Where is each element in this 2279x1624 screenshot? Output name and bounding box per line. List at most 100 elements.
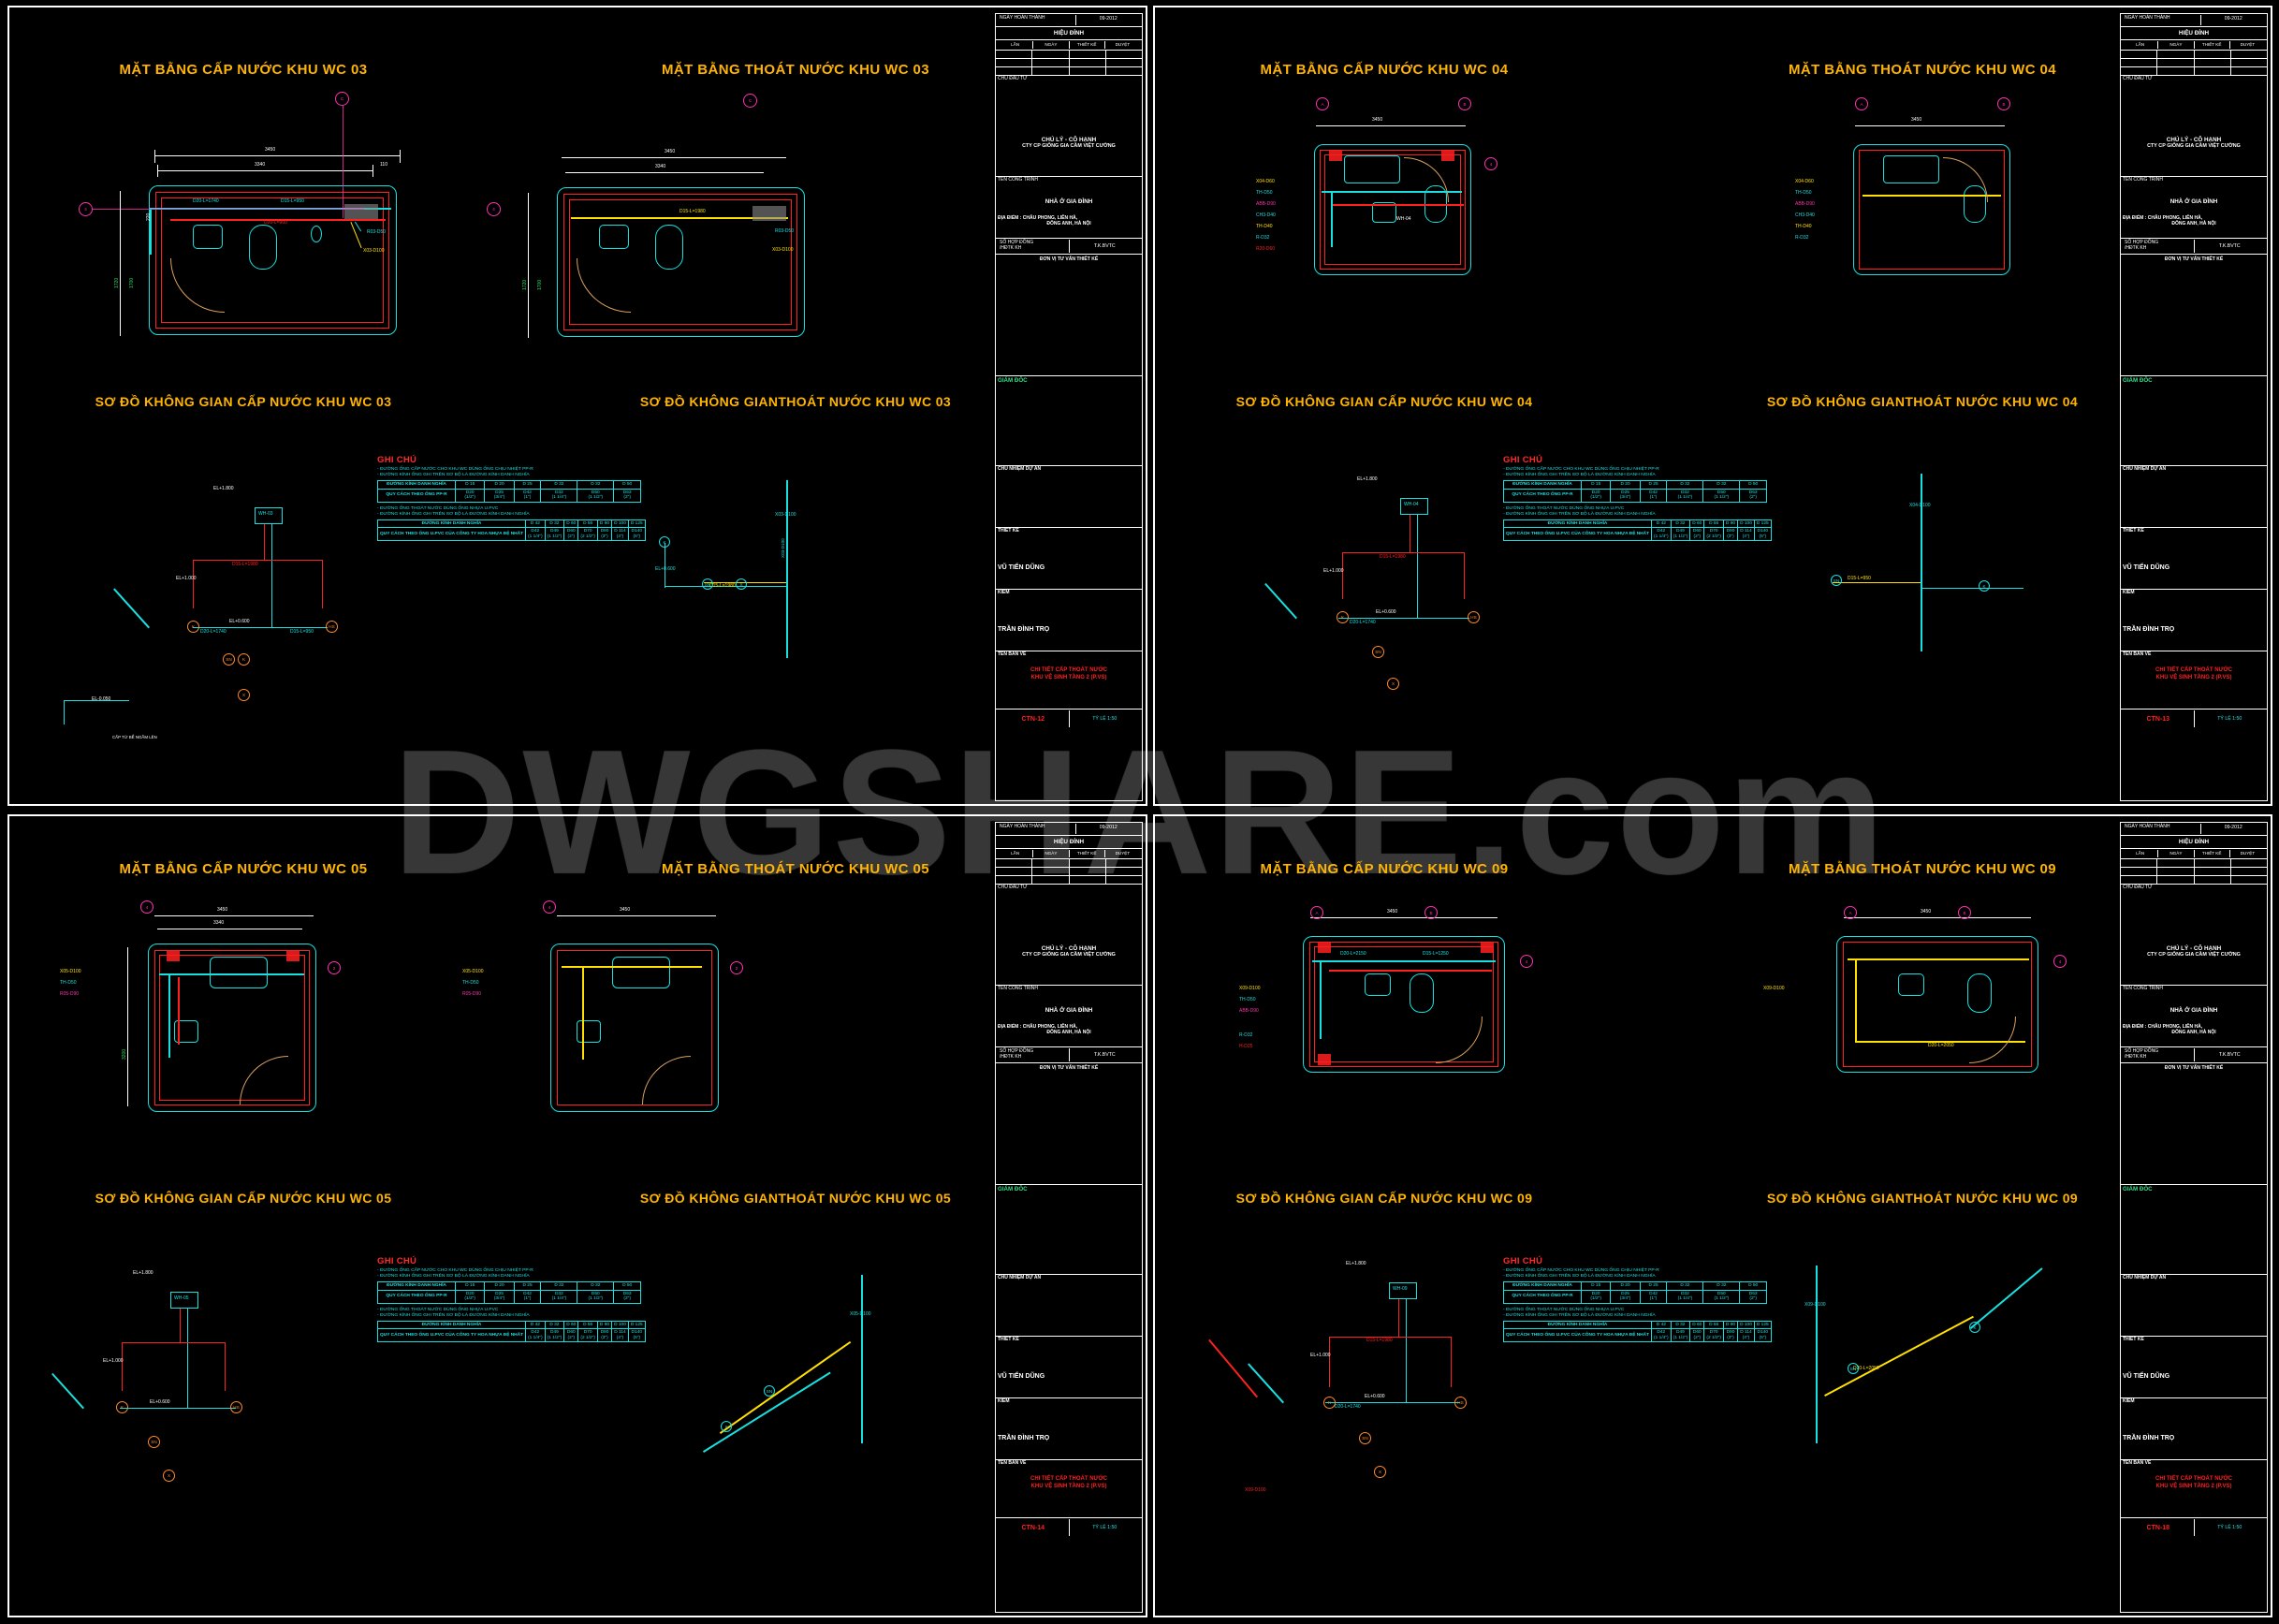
- callout-x04: X04-D60: [1256, 179, 1275, 184]
- cell: D 56: [1703, 1320, 1724, 1330]
- callout-abb-04d: ABB-D90: [1795, 201, 1815, 207]
- tb-designer-04: THIẾT KẾ VŨ TIẾN DŨNG: [2121, 528, 2267, 590]
- tb-date-value-04: 09-2012: [2224, 16, 2242, 22]
- dim-h-overall-d: 1720: [522, 279, 528, 290]
- tb-location-1-09: ĐỊA ĐIỂM : CHÂU PHONG, LIÊN HÀ,: [2123, 1024, 2203, 1031]
- tb-col-tk-04: THIẾT KẾ: [2195, 41, 2230, 49]
- tb-project-04: TÊN CÔNG TRÌNH NHÀ Ở GIA ĐÌNH ĐỊA ĐIỂM :…: [2121, 177, 2267, 239]
- tb-rev-blank-09-1: [2121, 859, 2267, 868]
- tb-director-09: GIÁM ĐỐC: [2121, 1185, 2267, 1275]
- drain-tag-09-1: SN: [1848, 1363, 1859, 1374]
- note-supply-1: - ĐƯỜNG ỐNG CẤP NƯỚC CHO KHU WC DÙNG ỐNG…: [377, 467, 533, 472]
- callout-x05-d: X05-D100: [462, 969, 484, 974]
- cell: D 32: [1670, 1320, 1691, 1330]
- dim-line-overall-05d: [557, 915, 716, 916]
- grid-bubble-a-04d: A: [1855, 97, 1868, 110]
- tb-col-ngay: NGÀY: [1033, 41, 1070, 49]
- cell: D42(1 1/4"): [525, 1328, 546, 1343]
- note-supply-1-05: - ĐƯỜNG ỐNG CẤP NƯỚC CHO KHU WC DÙNG ỐNG…: [377, 1268, 533, 1273]
- tb-contract-label: SỐ HỢP ĐỒNG /HĐTK KH: [998, 240, 1070, 253]
- tb-date-value-05: 09-2012: [1099, 825, 1118, 830]
- table-row: QUY CÁCH THEO ỐNG PP-R D20(1/2") D25(3/4…: [1503, 488, 1767, 503]
- iso-drain-x09: X09-D100: [1804, 1302, 1826, 1308]
- note-supply-2-05: - ĐƯỜNG KÍNH ỐNG GHI TRÊN SƠ BỘ LÀ ĐƯỜNG…: [377, 1274, 530, 1280]
- iso-drain-slope2-09: [1969, 1267, 2043, 1329]
- grid-bubble-b-09: B: [1424, 906, 1438, 919]
- cell: D20(1/2"): [1580, 488, 1612, 503]
- tb-owner-line1: CHÚ LÝ - CÔ HẠNH: [1041, 136, 1097, 143]
- notes-heading-05: GHI CHÚ: [377, 1256, 417, 1266]
- tb-project-name-09: NHÀ Ở GIA ĐÌNH: [2169, 1006, 2218, 1014]
- room-outline-wc09-drain: [1836, 936, 2038, 1073]
- tb-project-label: TÊN CÔNG TRÌNH: [998, 177, 1038, 183]
- cell: D32(1 1/4"): [1666, 488, 1704, 503]
- cell: D 50: [613, 1281, 641, 1291]
- callout-x05: X05-D100: [60, 969, 81, 974]
- grid-bubble-4-09d: 4: [2053, 955, 2067, 968]
- room-outline-wc03-supply: [149, 185, 397, 335]
- drain-row2-header-05: QUY CÁCH THEO ỐNG U.PVC CỦA CÔNG TY HOA …: [376, 1328, 527, 1343]
- tb-contract-label-09: SỐ HỢP ĐỒNG /HĐTK KH: [2123, 1048, 2195, 1061]
- drain-spec-table-05: ĐƯỜNG KÍNH DANH NGHĨA D 42 D 32 D 60 D 5…: [376, 1320, 646, 1343]
- tb-revision-cols-04: LẦN NGÀY THIẾT KẾ DUYỆT: [2121, 40, 2267, 51]
- dim-overall-09d: 3450: [1921, 909, 1932, 914]
- dim-overall-w-d: 3450: [665, 149, 676, 154]
- cell: D42(1"): [513, 1289, 542, 1304]
- callout-r03-d: R03-D50: [775, 228, 795, 234]
- cell: D 25: [513, 1281, 542, 1291]
- tb-owner-line1-04: CHÚ LÝ - CÔ HẠNH: [2166, 136, 2222, 143]
- tb-project-name: NHÀ Ở GIA ĐÌNH: [1045, 198, 1093, 205]
- room-outline-wc05-drain: [550, 944, 719, 1112]
- tb-location-2-04: ĐÔNG ANH, HÀ NỘI: [2171, 221, 2216, 227]
- callout-x03-d: X03-D100: [772, 247, 794, 253]
- tb-location-1-04: ĐỊA ĐIỂM : CHÂU PHONG, LIÊN HÀ,: [2123, 215, 2203, 222]
- iso-pipe-d20-1740: D20-L=1740: [200, 629, 226, 635]
- tb-number-row: CTN-12 TỶ LỆ 1:50: [996, 710, 1142, 728]
- tb-owner: CHỦ ĐẦU TƯ CHÚ LÝ - CÔ HẠNH CTY CP GIỐNG…: [996, 76, 1142, 177]
- callout-r32-09: R-D32: [1239, 1032, 1253, 1038]
- tb-revision-heading-09: HIỆU ĐÍNH: [2121, 836, 2267, 849]
- tb-pm-05: CHỦ NHIỆM DỰ ÁN: [996, 1275, 1142, 1337]
- wall-wc03-drain: [563, 194, 797, 330]
- iso-el-1000-05: EL+1.000: [103, 1358, 124, 1364]
- cell: D 25: [1639, 480, 1668, 490]
- tb-revision-cols: LẦN NGÀY THIẾT KẾ DUYỆT: [996, 40, 1142, 51]
- tb-owner-line2-09: CTY CP GIỐNG GIA CẦM VIỆT CƯỜNG: [2147, 952, 2241, 958]
- notes-block-wc04: GHI CHÚ - ĐƯỜNG ỐNG CẤP NƯỚC CHO KHU WC …: [1502, 455, 1775, 545]
- supply-row1-header: ĐƯỜNG KÍNH DANH NGHĨA: [377, 480, 456, 490]
- wall-wc09-drain: [1843, 942, 2032, 1067]
- iso-drain-label-09: D20-L=2050: [1853, 1366, 1879, 1371]
- tb-drawing-label-09: TÊN BẢN VẼ: [2123, 1460, 2152, 1466]
- iso-riser-hot-09: [1398, 1299, 1399, 1337]
- cell: D70(2 1/2"): [1703, 527, 1724, 542]
- tb-consultant-04: ĐƠN VỊ TƯ VẤN THIẾT KẾ: [2121, 255, 2267, 376]
- cell: D50(1 1/2"): [577, 1289, 615, 1304]
- title-block-wc03: NGÀY HOÀN THÀNH 09-2012 HIỆU ĐÍNH LẦN NG…: [995, 13, 1143, 801]
- title-plan-drain-wc05: MẶT BẰNG THOÁT NƯỚC KHU WC 05: [662, 861, 929, 877]
- iso-drain-slope-09: [1824, 1315, 1974, 1397]
- grid-bubble-c-d: C: [743, 94, 757, 108]
- fixture-tag-x-09: X: [1374, 1466, 1386, 1478]
- tb-contract-sub: /HĐTK KH: [1000, 244, 1022, 251]
- tb-pm-04: CHỦ NHIỆM DỰ ÁN: [2121, 466, 2267, 528]
- supply-row1-header-05: ĐƯỜNG KÍNH DANH NGHĨA: [377, 1281, 456, 1291]
- callout-th50-09: TH-D50: [1239, 997, 1256, 1002]
- tb-drawing-title-2: KHU VỆ SINH TẦNG 2 (P.VS): [1030, 674, 1107, 680]
- cell: D 20: [1610, 1281, 1641, 1291]
- drain-riser-09: [1855, 958, 1857, 1043]
- tb-date-row: NGÀY HOÀN THÀNH 09-2012: [996, 14, 1142, 27]
- drain-tag-04-2: K: [1979, 580, 1990, 592]
- iso-hot-drop-l-04: [1342, 552, 1343, 599]
- fixture-floor-drain: [311, 226, 322, 242]
- tb-director-04: GIÁM ĐỐC: [2121, 376, 2267, 466]
- notes-block-wc05: GHI CHÚ - ĐƯỜNG ỐNG CẤP NƯỚC CHO KHU WC …: [376, 1256, 649, 1346]
- tb-drawing-title-1: CHI TIẾT CẤP THOÁT NƯỚC: [1030, 666, 1107, 673]
- cell: D 60: [563, 519, 579, 529]
- tb-checker: KIỂM TRẦN ĐÌNH TRỌ: [996, 590, 1142, 651]
- cell: D 60: [1689, 519, 1705, 529]
- iso-hot-branch-05: [122, 1342, 225, 1343]
- iso-hot-drop-r-05: [225, 1342, 226, 1391]
- supply-main-04: [1322, 191, 1462, 193]
- fixture-bath-05d: [612, 957, 670, 988]
- cell: D60(2"): [1689, 1328, 1705, 1343]
